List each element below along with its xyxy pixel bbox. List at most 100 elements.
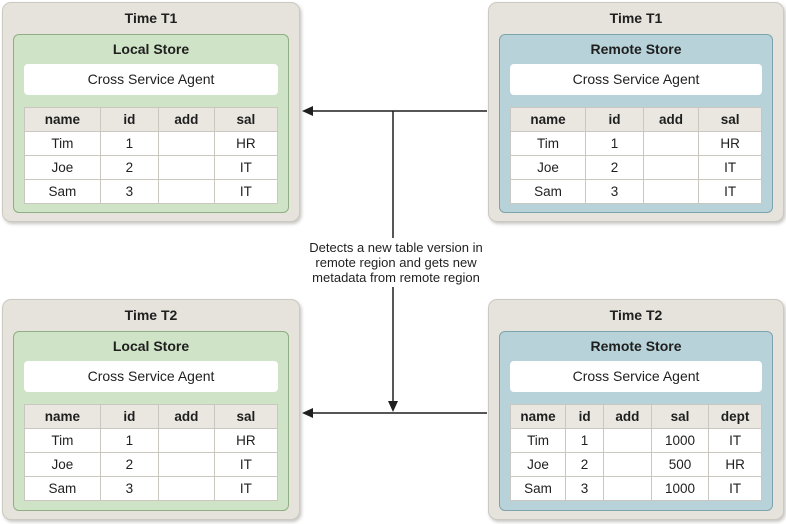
table-cell: Joe [24, 155, 101, 180]
time-label: Time T1 [124, 10, 178, 26]
column-header: add [157, 404, 215, 429]
store-title: Remote Store [590, 41, 682, 57]
column-header: add [603, 404, 652, 429]
connector-label-line: remote region and gets new [315, 255, 477, 270]
table-cell: Tim [24, 428, 101, 453]
table-cell [603, 452, 652, 477]
table-cell [642, 179, 700, 204]
table-cell [157, 428, 215, 453]
table-cell: 3 [565, 476, 604, 501]
table-cell: Joe [509, 155, 587, 180]
table-cell: Sam [509, 476, 567, 501]
table-cell: 1000 [650, 476, 710, 501]
table-cell [157, 476, 215, 501]
table-cell: HR [698, 131, 762, 156]
connector-label-line: metadata from remote region [312, 270, 480, 285]
table-cell: HR [708, 452, 762, 477]
column-header: id [99, 107, 159, 132]
column-header: name [509, 107, 587, 132]
panel-time-t1-local: Time T1 Local Store Cross Service Agent … [2, 2, 300, 222]
time-label: Time T2 [124, 307, 178, 323]
table-cell: 2 [99, 452, 159, 477]
panel-time-t1-remote: Time T1 Remote Store Cross Service Agent… [488, 2, 784, 222]
time-label: Time T1 [609, 10, 663, 26]
column-header: name [509, 404, 567, 429]
column-header: id [99, 404, 159, 429]
table-cell [603, 476, 652, 501]
table-cell: Sam [24, 179, 101, 204]
panel-time-t2-remote: Time T2 Remote Store Cross Service Agent… [488, 299, 784, 520]
table-cell: 1 [585, 131, 644, 156]
table-cell: IT [213, 155, 279, 180]
table-cell [642, 155, 700, 180]
table-cell: IT [698, 179, 762, 204]
table-cell: 2 [565, 452, 604, 477]
table-cell: 2 [585, 155, 644, 180]
arrow-remote-to-local-t2 [302, 408, 487, 418]
arrowhead-left-icon [302, 106, 313, 116]
cross-service-agent-bar: Cross Service Agent [24, 361, 278, 392]
table-cell: Sam [24, 476, 101, 501]
table-cell: Tim [509, 428, 567, 453]
table-cell: IT [213, 476, 279, 501]
cross-service-agent-bar: Cross Service Agent [24, 64, 278, 95]
arrowhead-left-icon [302, 408, 313, 418]
table-cell: Tim [509, 131, 587, 156]
connector-label: Detects a new table version in remote re… [283, 238, 509, 287]
table-cell [157, 155, 215, 180]
table-cell: 1 [99, 131, 159, 156]
table-cell: Sam [509, 179, 587, 204]
table-cell [603, 428, 652, 453]
table-cell: 3 [99, 476, 159, 501]
table-cell: Joe [24, 452, 101, 477]
table-cell [157, 131, 215, 156]
arrow-remote-to-local-t1 [302, 106, 487, 116]
store-title: Local Store [112, 338, 190, 354]
column-header: add [157, 107, 215, 132]
store-title: Local Store [112, 41, 190, 57]
column-header: sal [698, 107, 762, 132]
table-cell: HR [213, 428, 279, 453]
arrowhead-down-icon [388, 401, 398, 412]
table-cell: 500 [650, 452, 710, 477]
table-cell: 3 [99, 179, 159, 204]
column-header: id [585, 107, 644, 132]
panel-time-t2-local: Time T2 Local Store Cross Service Agent … [2, 299, 300, 520]
table-cell: IT [213, 179, 279, 204]
table-cell [157, 179, 215, 204]
table-cell [157, 452, 215, 477]
store-title: Remote Store [590, 338, 682, 354]
table-cell: 3 [585, 179, 644, 204]
column-header: dept [708, 404, 762, 429]
column-header: add [642, 107, 700, 132]
column-header: sal [213, 404, 279, 429]
column-header: sal [213, 107, 279, 132]
table-cell: IT [213, 452, 279, 477]
time-label: Time T2 [609, 307, 663, 323]
column-header: name [24, 107, 101, 132]
table-cell: HR [213, 131, 279, 156]
table-cell: Tim [24, 131, 101, 156]
